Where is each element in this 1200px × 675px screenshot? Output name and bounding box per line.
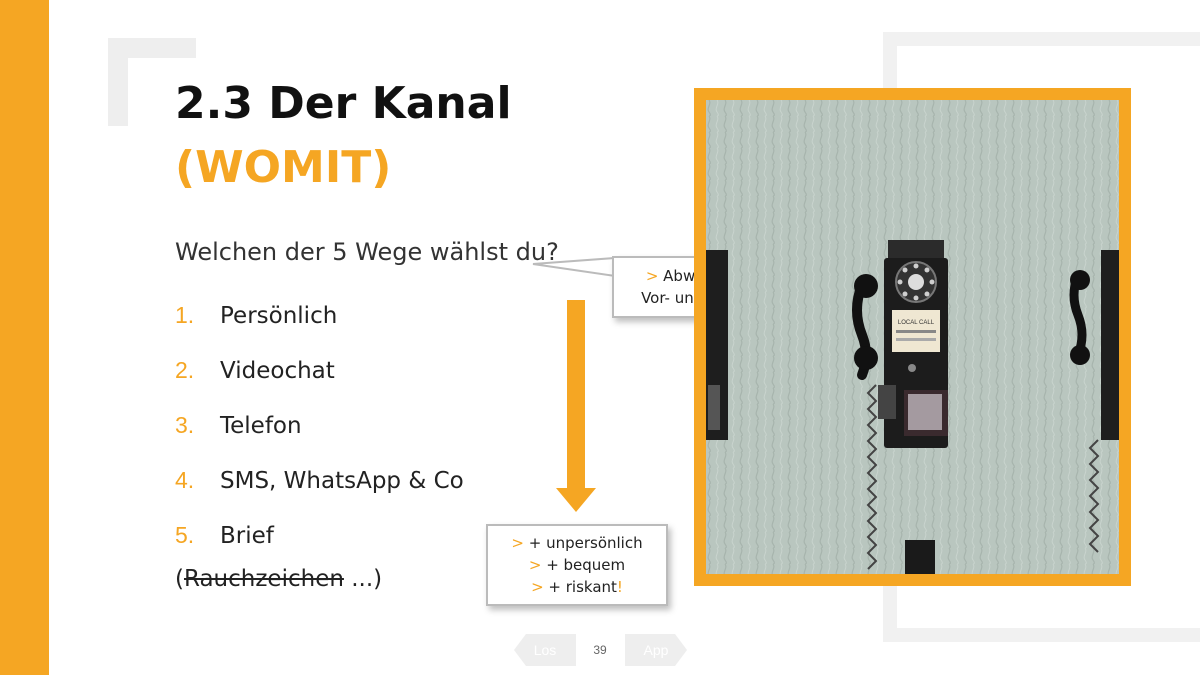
payphone-sign-text: LOCAL CALL bbox=[898, 320, 935, 326]
next-slide-label: App bbox=[643, 642, 669, 658]
list-number: 4. bbox=[175, 467, 195, 493]
list-item: 1. Persönlich bbox=[175, 288, 464, 343]
accent-side-bar bbox=[0, 0, 49, 675]
page-number: 39 bbox=[593, 643, 607, 657]
photo-frame: LOCAL CALL bbox=[694, 88, 1131, 586]
list-label: Persönlich bbox=[220, 302, 338, 329]
next-slide-button[interactable]: App bbox=[625, 634, 687, 666]
list-label: Telefon bbox=[220, 412, 302, 439]
slide-subtitle: (WOMIT) bbox=[175, 142, 392, 193]
callout-marker: > bbox=[645, 267, 659, 285]
footnote-open: ( bbox=[175, 566, 184, 592]
next-arrow-icon bbox=[625, 634, 687, 666]
list-label: SMS, WhatsApp & Co bbox=[220, 467, 464, 494]
callout-pointer bbox=[532, 256, 616, 278]
list-item: 2. Videochat bbox=[175, 343, 464, 398]
prev-slide-label: Los bbox=[533, 642, 557, 658]
list-number: 1. bbox=[175, 302, 195, 328]
callout-line: + riskant bbox=[543, 578, 617, 596]
list-number: 2. bbox=[175, 357, 195, 383]
list-item: 3. Telefon bbox=[175, 398, 464, 453]
payphone-photo: LOCAL CALL bbox=[706, 100, 1119, 574]
callout-line: + bequem bbox=[541, 556, 626, 574]
footnote-struck-text: Rauchzeichen bbox=[183, 566, 344, 592]
down-arrow-icon bbox=[556, 300, 596, 512]
list-label: Brief bbox=[220, 522, 274, 549]
list-label: Videochat bbox=[220, 357, 335, 384]
callout-exclamation: ! bbox=[616, 578, 623, 596]
callout-marker: > bbox=[531, 578, 544, 596]
decorative-bracket bbox=[108, 38, 196, 126]
list-item: 5. Brief bbox=[175, 508, 464, 563]
callout-marker: > bbox=[511, 534, 524, 552]
list-number: 3. bbox=[175, 412, 195, 438]
question-text: Welchen der 5 Wege wählst du? bbox=[175, 238, 559, 266]
payphone-icon: LOCAL CALL bbox=[706, 100, 1119, 574]
prev-slide-button[interactable]: Los bbox=[514, 634, 576, 666]
channel-list: 1. Persönlich 2. Videochat 3. Telefon 4. SMS… bbox=[175, 288, 464, 563]
list-item: 4. SMS, WhatsApp & Co bbox=[175, 453, 464, 508]
callout-marker: > bbox=[528, 556, 542, 574]
callout-line: + unpersönlich bbox=[523, 534, 643, 552]
footnote: (Rauchzeichen ...) bbox=[175, 566, 382, 592]
list-number: 5. bbox=[175, 522, 195, 548]
prev-arrow-icon bbox=[514, 634, 576, 666]
callout-properties: > + unpersönlich > + bequem > + riskant! bbox=[486, 524, 668, 606]
footnote-rest: ...) bbox=[343, 566, 383, 592]
slide-title: 2.3 Der Kanal bbox=[175, 78, 512, 129]
